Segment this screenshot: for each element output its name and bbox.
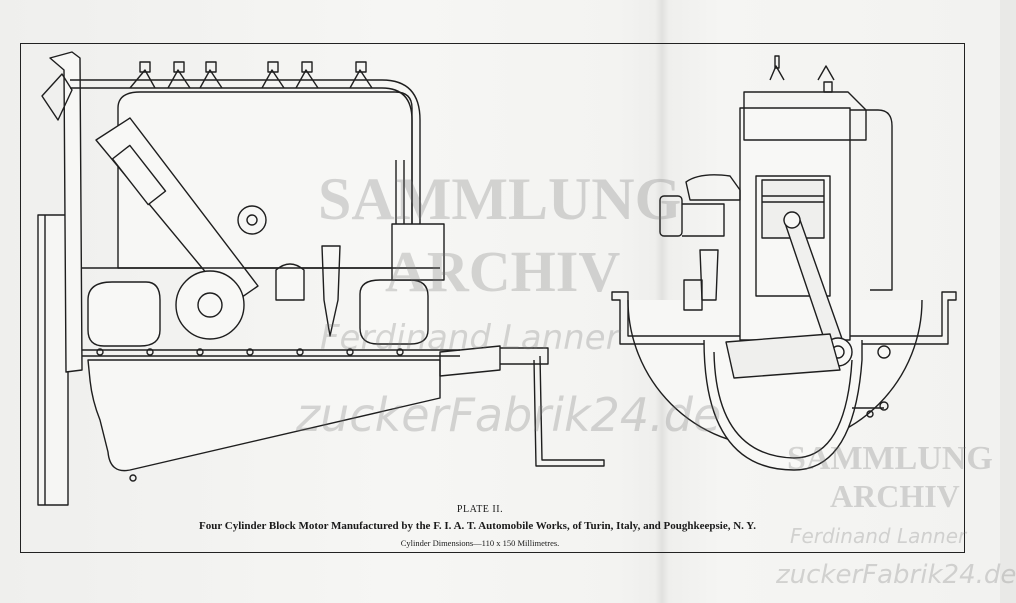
engine-side-view xyxy=(37,51,605,506)
watermark-corner-zuckerfabrik: zuckerFabrik24.de xyxy=(776,560,1016,590)
watermark-ferdinand-lanner: Ferdinand Lanner xyxy=(320,318,620,358)
plate-label: PLATE II. xyxy=(456,504,504,515)
plate-subtitle: Cylinder Dimensions—110 x 150 Millimetre… xyxy=(400,538,560,548)
watermark-corner-ferdinand-lanner: Ferdinand Lanner xyxy=(790,524,967,548)
plate-caption: PLATE II. Four Cylinder Block Motor Manu… xyxy=(0,504,1000,548)
watermark-sammlung: SAMMLUNG xyxy=(318,166,682,232)
watermark-corner-archiv: ARCHIV xyxy=(830,478,960,514)
bolts xyxy=(96,348,404,482)
plate-title: Four Cylinder Block Motor Manufactured b… xyxy=(199,520,756,532)
petcocks xyxy=(129,61,373,89)
plate-border xyxy=(20,43,965,553)
watermark-archiv: ARCHIV xyxy=(385,239,621,304)
engine-cross-section xyxy=(611,55,957,471)
watermark-zuckerfabrik: zuckerFabrik24.de xyxy=(296,388,722,442)
watermark-corner-sammlung: SAMMLUNG xyxy=(787,440,993,477)
